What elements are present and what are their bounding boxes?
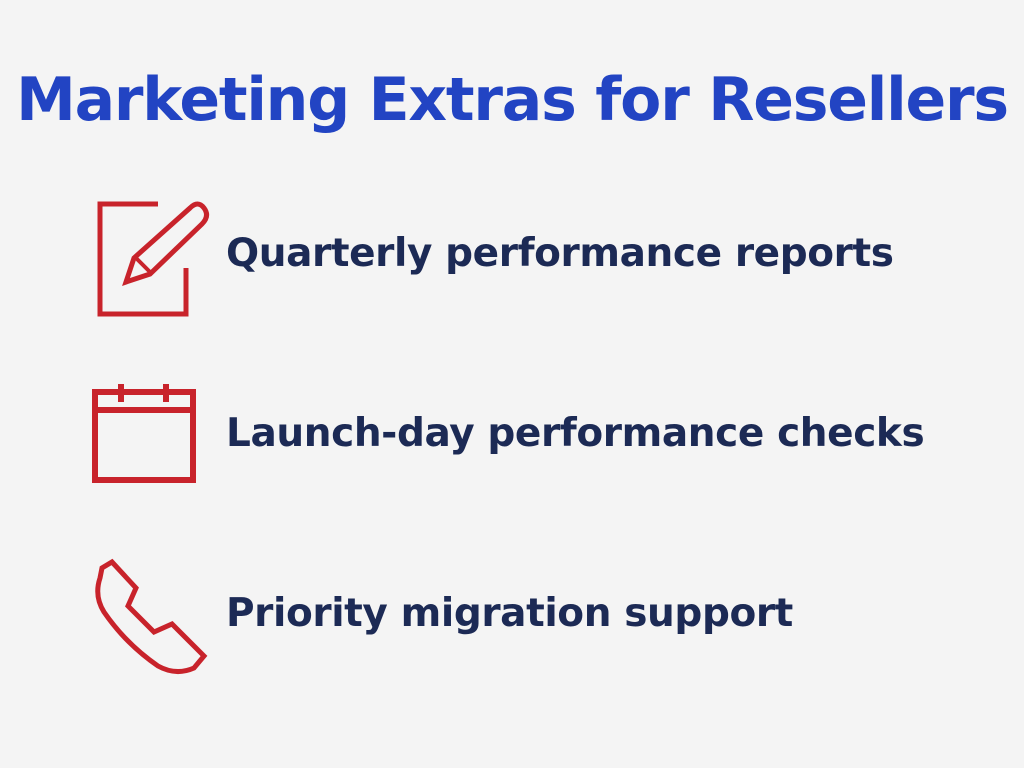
phone-icon [92, 556, 212, 676]
feature-item-launch-checks: Launch-day performance checks [0, 370, 1024, 500]
feature-item-migration-support: Priority migration support [0, 550, 1024, 680]
feature-item-reports: Quarterly performance reports [0, 190, 1024, 320]
feature-label: Quarterly performance reports [226, 231, 894, 276]
feature-label: Priority migration support [226, 591, 793, 636]
edit-document-icon [94, 196, 210, 320]
feature-label: Launch-day performance checks [226, 411, 925, 456]
calendar-icon [92, 384, 198, 484]
page-title: Marketing Extras for Resellers [16, 65, 1009, 135]
